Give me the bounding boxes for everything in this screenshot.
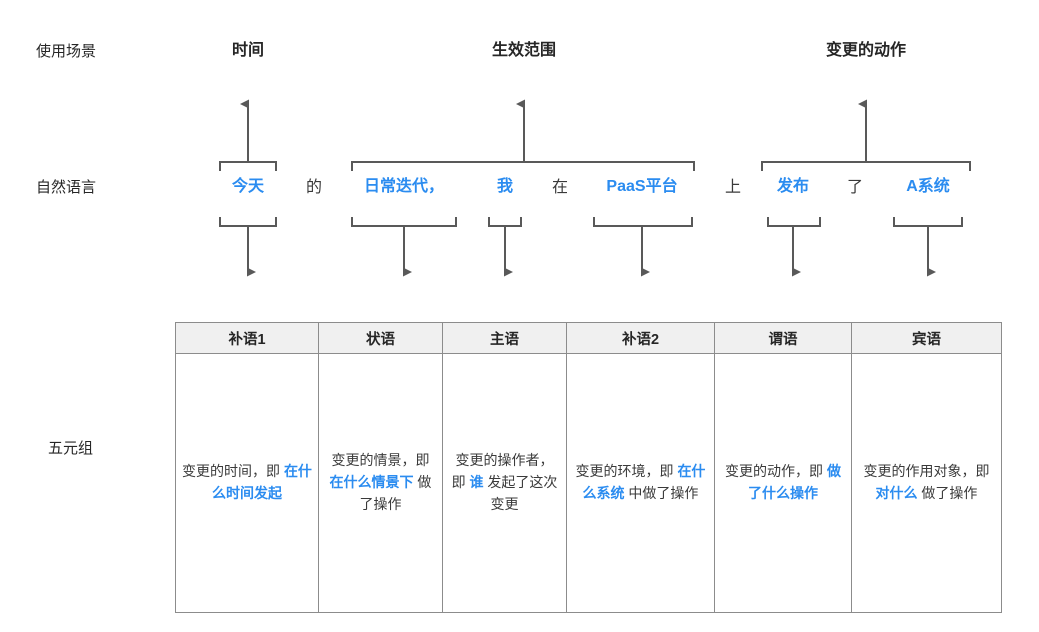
cell-highlight: 做了什么操作 (748, 463, 841, 501)
cell-highlight: 在什么时间发起 (212, 463, 312, 501)
bracket-down-predicate (767, 217, 821, 277)
table-header-complement2: 补语2 (566, 322, 715, 354)
table-cell-object: 变更的作用对象，即 对什么 做了操作 (851, 353, 1002, 613)
cell-prefix: 变更的动作，即 (725, 463, 827, 480)
table-cell-complement2: 变更的环境，即 在什么系统 中做了操作 (566, 353, 715, 613)
cell-prefix: 变更的时间，即 (182, 463, 284, 480)
bracket-down-complement2 (593, 217, 693, 277)
table-cell-subject: 变更的操作者，即 谁 发起了这次变更 (442, 353, 567, 613)
row-label-quintuple: 五元组 (48, 440, 94, 457)
table-header-object: 宾语 (851, 322, 1002, 354)
sentence-token-le: 了 (846, 179, 864, 196)
table-cell-adverbial: 变更的情景，即 在什么情景下 做了操作 (318, 353, 443, 613)
table-row: 变更的时间，即 在什么时间发起 变更的情景，即 在什么情景下 做了操作 变更的操… (175, 353, 1002, 613)
row-label-natural-language: 自然语言 (36, 179, 97, 196)
sentence-token-release: 发布 (776, 178, 810, 195)
cell-highlight: 在什么系统 (582, 463, 706, 501)
bracket-down-object (893, 217, 963, 277)
row-label-scenario: 使用场景 (36, 43, 97, 60)
cell-prefix: 变更的作用对象，即 (863, 463, 990, 480)
table-header-complement1: 补语1 (175, 322, 319, 354)
sentence-token-on: 上 (724, 179, 742, 196)
sentence-token-de: 的 (305, 179, 323, 196)
bracket-up-effective-scope (351, 99, 695, 171)
cell-suffix: 发起了这次变更 (483, 474, 558, 512)
bracket-down-adverbial (351, 217, 457, 277)
sentence-token-daily-iteration: 日常迭代， (363, 178, 445, 195)
cell-highlight: 谁 (469, 474, 484, 491)
bracket-up-time (219, 99, 277, 171)
cell-prefix: 变更的环境，即 (575, 463, 678, 480)
table-header-predicate: 谓语 (714, 322, 852, 354)
table-header-subject: 主语 (442, 322, 567, 354)
cell-highlight: 对什么 (875, 485, 918, 501)
table-cell-predicate: 变更的动作，即 做了什么操作 (714, 353, 852, 613)
bracket-down-complement1 (219, 217, 277, 277)
cell-highlight: 在什么情景下 (329, 474, 414, 491)
sentence-token-at: 在 (551, 179, 569, 196)
sentence-token-system-a: A系统 (906, 178, 950, 195)
cell-suffix: 中做了操作 (624, 485, 699, 501)
scenario-header-time: 时间 (231, 42, 265, 59)
cell-suffix: 做了操作 (917, 485, 978, 501)
bracket-up-change-action (761, 99, 971, 171)
table-header-row: 补语1 状语 主语 补语2 谓语 宾语 (175, 322, 1002, 354)
quintuple-table: 补语1 状语 主语 补语2 谓语 宾语 变更的时间，即 在什么时间发起 变更的情… (175, 322, 1002, 613)
cell-suffix: 做了操作 (359, 474, 432, 512)
bracket-down-subject (488, 217, 522, 277)
table-header-adverbial: 状语 (318, 322, 443, 354)
table-cell-complement1: 变更的时间，即 在什么时间发起 (175, 353, 319, 613)
sentence-token-paas-platform: PaaS平台 (606, 178, 678, 195)
sentence-token-today: 今天 (231, 178, 265, 195)
scenario-header-change-action: 变更的动作 (825, 42, 907, 59)
cell-prefix: 变更的操作者，即 (451, 452, 554, 491)
sentence-token-i: 我 (496, 178, 514, 195)
cell-prefix: 变更的情景，即 (331, 452, 430, 469)
scenario-header-effective-scope: 生效范围 (491, 42, 557, 59)
